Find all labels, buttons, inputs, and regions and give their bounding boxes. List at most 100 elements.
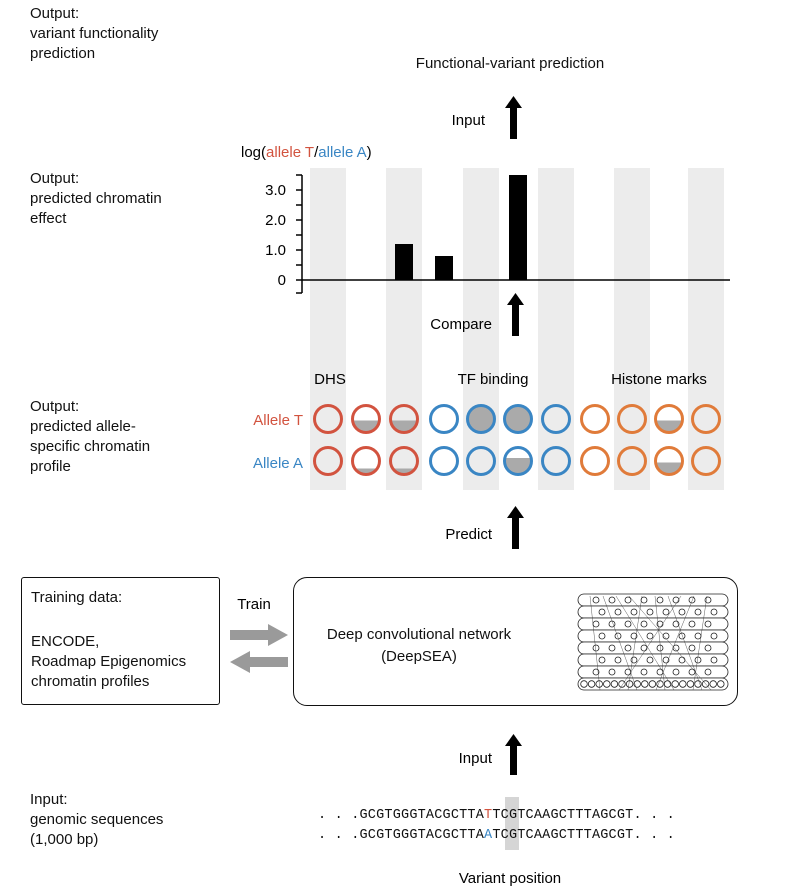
network-node [710,632,718,640]
row-label-allele-t: Allele T [253,412,303,429]
network-node [710,608,718,616]
column-band [614,168,650,490]
profile-circle-t [351,404,381,434]
profile-circle-t [503,404,533,434]
chart-bar [435,256,453,280]
network-node [671,680,679,688]
network-node [624,644,632,652]
network-edge [667,595,703,691]
arrow-label-input-top: Input [452,112,486,129]
network-node [656,644,664,652]
network-node [625,680,634,688]
network-node [646,608,654,616]
arrow-up-predict-icon [507,506,524,549]
network-node [624,620,632,628]
label-input-sequences: Input: genomic sequences (1,000 bp) [30,791,164,848]
label-output-variant: Output: variant functionality prediction [30,5,159,62]
profile-circle-a [503,446,533,476]
network-edge [654,595,666,691]
network-node [709,680,717,688]
profile-circle-a [351,446,381,476]
y-tick-label: 0 [278,272,286,289]
sequence-allele-a: . . .GCGTGGGTACGCTTAATCGTCAAGCTTTAGCGT. … [318,828,675,843]
network-node [688,596,696,604]
network-node [704,620,712,628]
network-edge [627,595,643,691]
profile-circle-a [580,446,610,476]
profile-circle-a [389,446,419,476]
profile-circles [313,404,721,476]
network-node [694,680,702,688]
arrow-up-compare-icon [507,293,524,336]
network-node [610,680,619,688]
profile-circle-a [691,446,721,476]
chart-title: log(allele T/allele A) [241,144,372,161]
arrow-right-train-icon [230,624,288,646]
network-edge [692,595,708,691]
network-edge [589,595,601,691]
network-node [662,632,670,640]
column-band [463,168,499,490]
network-node [679,680,687,688]
network-node [646,632,654,640]
chart-bar [509,175,527,280]
network-subtitle: (DeepSEA) [381,648,457,665]
network-node [608,596,616,604]
label-output-chromatin: Output: predicted chromatin effect [30,170,162,227]
network-node [598,608,606,616]
network-node [630,632,638,640]
network-node [592,668,600,676]
network-box: Deep convolutional network (DeepSEA) [293,577,738,706]
variant-base-a: A [484,828,493,843]
network-node [630,608,638,616]
network-node [587,680,596,688]
profile-circle-a [313,446,343,476]
column-band [386,168,422,490]
network-node [608,644,616,652]
arrow-up-input-top-icon [505,96,522,139]
profile-circle-fill [504,458,532,475]
network-edge [615,595,675,691]
label-output-profile: Output: predicted allele- specific chrom… [30,398,151,475]
arrow-label-compare: Compare [430,316,492,333]
network-node [598,656,606,664]
network-node [672,668,680,676]
y-tick-label: 1.0 [265,242,286,259]
arrow-left-train-icon [230,651,288,673]
network-edge [628,595,712,691]
profile-circle-t [389,404,419,434]
network-edge [602,595,638,691]
network-edge [618,595,682,691]
training-data-body: ENCODE, Roadmap Epigenomics chromatin pr… [31,633,187,690]
column-band [538,168,574,490]
network-node [688,668,696,676]
profile-circle-a [429,446,459,476]
network-node [704,644,712,652]
network-node [640,596,648,604]
network-node [614,608,622,616]
network-node [603,680,611,688]
training-data-box: Training data: ENCODE, Roadmap Epigenomi… [21,577,220,705]
profile-circle-t [429,404,459,434]
column-bands [310,168,724,490]
y-tick-label: 3.0 [265,182,286,199]
sequence-suffix: TCGTCAAGCTTTAGCGT. . . [492,828,675,843]
network-node [648,680,657,688]
profile-circle-a [617,446,647,476]
profile-circle-a [654,446,684,476]
neural-network-icon [577,593,729,691]
variant-highlight [505,797,519,850]
network-node [694,608,702,616]
arrow-label-train: Train [237,596,271,613]
profile-circle-fill [390,468,418,475]
network-node [598,632,606,640]
column-band [688,168,724,490]
profile-circle-t [541,404,571,434]
network-node [592,596,600,604]
functional-prediction-title: Functional-variant prediction [415,55,605,72]
category-dhs: DHS [314,371,346,388]
network-node [624,596,632,604]
network-edge [655,595,695,691]
network-node [614,632,622,640]
network-node [688,620,696,628]
